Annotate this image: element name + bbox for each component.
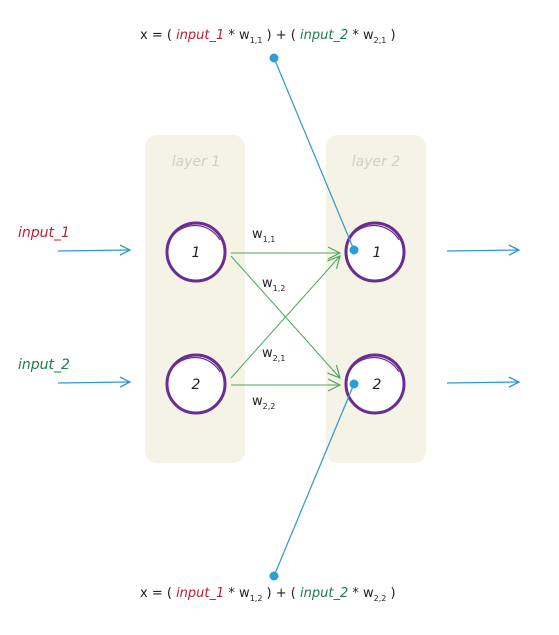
input-1-arrow	[57, 250, 130, 251]
layer-1-label: layer 1	[172, 154, 220, 170]
input-1-label: input_1	[18, 225, 70, 241]
node-sketch-stroke	[170, 224, 221, 241]
layer-1-node-2	[165, 353, 227, 415]
weight-label-w11: w1,1	[252, 227, 275, 244]
weight-label-w21: w2,1	[262, 346, 285, 363]
bottom-formula-dot	[269, 571, 279, 581]
output-1-arrow	[446, 250, 519, 251]
node-sketch-stroke	[349, 356, 400, 373]
layer-2-node-1-dot	[349, 245, 359, 255]
bottom-formula: x = ( input_1 * w1,2 ) + ( input_2 * w2,…	[140, 586, 396, 603]
layer-2-node-2-label: 2	[373, 377, 382, 393]
top-formula: x = ( input_1 * w1,1 ) + ( input_2 * w2,…	[140, 28, 396, 45]
top-formula-connector	[273, 57, 355, 251]
weight-label-w22: w2,2	[252, 394, 275, 411]
top-formula-dot	[269, 53, 279, 63]
input-2-label: input_2	[18, 357, 70, 373]
layer-2-node-2-dot	[349, 379, 359, 389]
output-2-arrow	[446, 382, 519, 383]
connection-w21	[230, 256, 340, 379]
layer-1-node-1	[165, 221, 227, 283]
bottom-formula-connector	[273, 383, 355, 577]
layer-1-node-1-label: 1	[192, 245, 201, 261]
layer-2-label: layer 2	[352, 154, 401, 170]
layer-2-node-1	[344, 221, 406, 283]
layer-1-node-2-label: 2	[192, 377, 201, 393]
layer-2-node-1-label: 1	[373, 245, 382, 261]
layer-2-node-2	[344, 353, 406, 415]
weight-label-w12: w1,2	[262, 276, 285, 293]
node-sketch-stroke	[349, 224, 400, 241]
input-2-arrow	[57, 382, 130, 383]
node-sketch-stroke	[170, 356, 221, 373]
